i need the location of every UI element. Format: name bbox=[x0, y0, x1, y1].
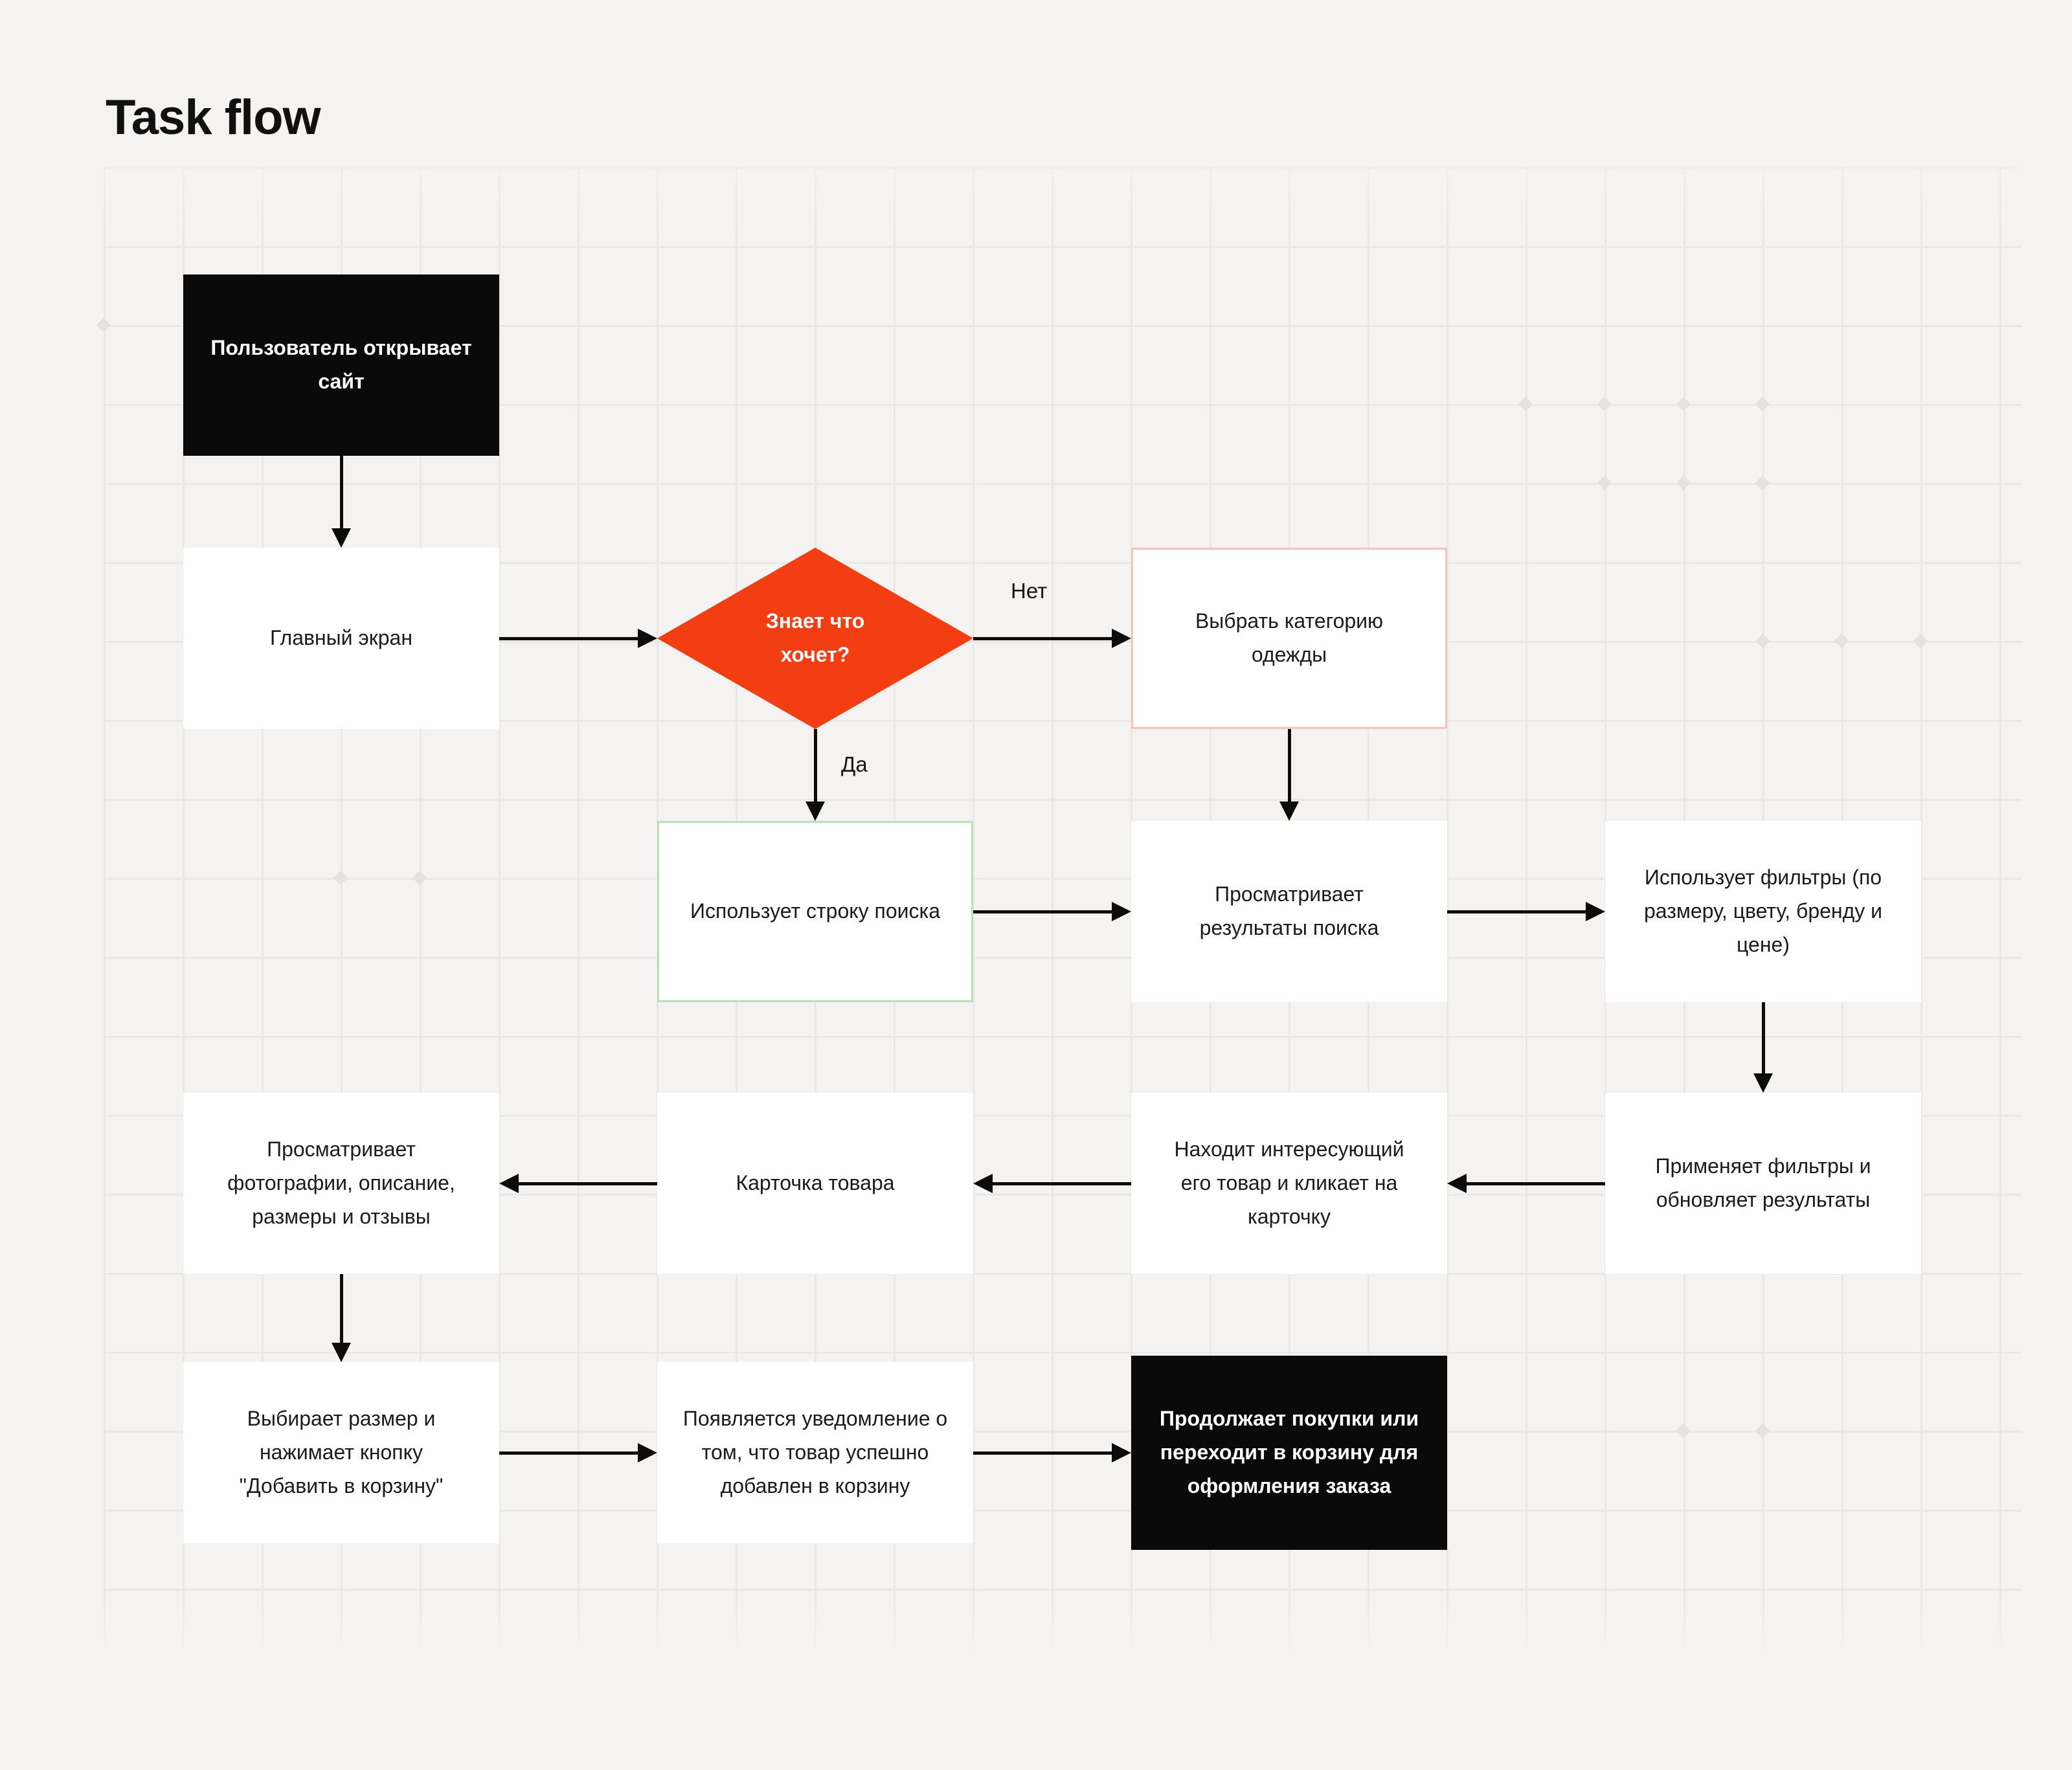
node-label: Находит интересующий его товар и кликает… bbox=[1174, 1137, 1404, 1228]
flow-arrow-choose-category-view-results-head bbox=[1279, 801, 1299, 821]
flow-arrow-view-results-use-filters-head bbox=[1586, 902, 1605, 921]
node-views-photos: Просматривает фотографии, описание, разм… bbox=[183, 1093, 499, 1274]
flow-arrow-open-site-home-screen bbox=[339, 456, 343, 531]
flow-arrow-notification-continue-shopping-head bbox=[1112, 1443, 1131, 1462]
flow-arrow-home-screen-knows-what-head bbox=[638, 629, 657, 648]
flow-arrow-knows-what-search-bar bbox=[813, 729, 817, 804]
node-label: Применяет фильтры и обновляет результаты bbox=[1655, 1154, 1871, 1211]
edge-label-knows-what-search-bar: Да bbox=[841, 752, 868, 776]
node-continue-shopping: Продолжает покупки или переходит в корзи… bbox=[1131, 1356, 1447, 1550]
node-use-filters: Использует фильтры (по размеру, цвету, б… bbox=[1605, 821, 1921, 1002]
node-label: Знает что хочет? bbox=[765, 609, 865, 666]
node-product-card: Карточка товара bbox=[657, 1093, 973, 1274]
flow-arrow-knows-what-search-bar-head bbox=[805, 801, 825, 821]
flow-arrow-choose-category-view-results bbox=[1287, 729, 1291, 804]
node-label: Появляется уведомление о том, что товар … bbox=[682, 1407, 948, 1497]
node-select-size: Выбирает размер и нажимает кнопку "Добав… bbox=[183, 1362, 499, 1543]
node-home-screen: Главный экран bbox=[183, 548, 499, 729]
node-label: Главный экран bbox=[269, 626, 413, 650]
flow-arrow-knows-what-choose-category bbox=[973, 636, 1114, 640]
flow-arrow-views-photos-select-size-head bbox=[332, 1343, 351, 1362]
flow-arrow-home-screen-knows-what bbox=[499, 636, 640, 640]
node-label: Пользователь открывает сайт bbox=[210, 336, 472, 393]
edge-label-knows-what-choose-category: Нет bbox=[1011, 579, 1048, 603]
flow-arrow-finds-item-product-card bbox=[990, 1182, 1131, 1185]
node-label: Карточка товара bbox=[736, 1171, 895, 1195]
flow-arrow-search-bar-view-results-head bbox=[1112, 902, 1131, 921]
node-label: Выбрать категорию одежды bbox=[1195, 609, 1384, 666]
flow-arrow-views-photos-select-size bbox=[339, 1274, 343, 1345]
flow-arrow-select-size-notification-head bbox=[638, 1443, 657, 1462]
node-label: Выбирает размер и нажимает кнопку "Добав… bbox=[239, 1407, 444, 1497]
node-label: Использует фильтры (по размеру, цвету, б… bbox=[1643, 866, 1883, 956]
flow-arrow-knows-what-choose-category-head bbox=[1112, 629, 1131, 648]
node-apply-filters: Применяет фильтры и обновляет результаты bbox=[1605, 1093, 1921, 1274]
node-label: Просматривает фотографии, описание, разм… bbox=[227, 1137, 455, 1228]
node-notification: Появляется уведомление о том, что товар … bbox=[657, 1362, 973, 1543]
node-label: Просматривает результаты поиска bbox=[1199, 882, 1379, 939]
node-finds-item: Находит интересующий его товар и кликает… bbox=[1131, 1093, 1447, 1274]
flow-arrow-use-filters-apply-filters-head bbox=[1753, 1073, 1773, 1093]
node-label: Продолжает покупки или переходит в корзи… bbox=[1159, 1407, 1419, 1497]
flow-arrow-apply-filters-finds-item bbox=[1464, 1182, 1605, 1185]
flow-arrow-open-site-home-screen-head bbox=[332, 528, 351, 548]
flow-arrow-notification-continue-shopping bbox=[973, 1451, 1114, 1455]
flow-arrow-product-card-views-photos-head bbox=[499, 1174, 519, 1193]
flow-arrow-apply-filters-finds-item-head bbox=[1447, 1174, 1467, 1193]
flow-arrow-finds-item-product-card-head bbox=[973, 1174, 993, 1193]
node-view-results: Просматривает результаты поиска bbox=[1131, 821, 1447, 1002]
flow-arrow-view-results-use-filters bbox=[1447, 910, 1588, 913]
flow-arrow-select-size-notification bbox=[499, 1451, 640, 1455]
flow-arrow-use-filters-apply-filters bbox=[1761, 1002, 1765, 1076]
node-choose-category: Выбрать категорию одежды bbox=[1131, 548, 1447, 729]
node-search-bar: Использует строку поиска bbox=[657, 821, 973, 1002]
page-title: Task flow bbox=[106, 90, 321, 145]
flow-arrow-product-card-views-photos bbox=[516, 1182, 657, 1185]
node-open-site: Пользователь открывает сайт bbox=[183, 274, 499, 456]
flow-arrow-search-bar-view-results bbox=[973, 910, 1114, 913]
node-label: Использует строку поиска bbox=[690, 899, 940, 923]
